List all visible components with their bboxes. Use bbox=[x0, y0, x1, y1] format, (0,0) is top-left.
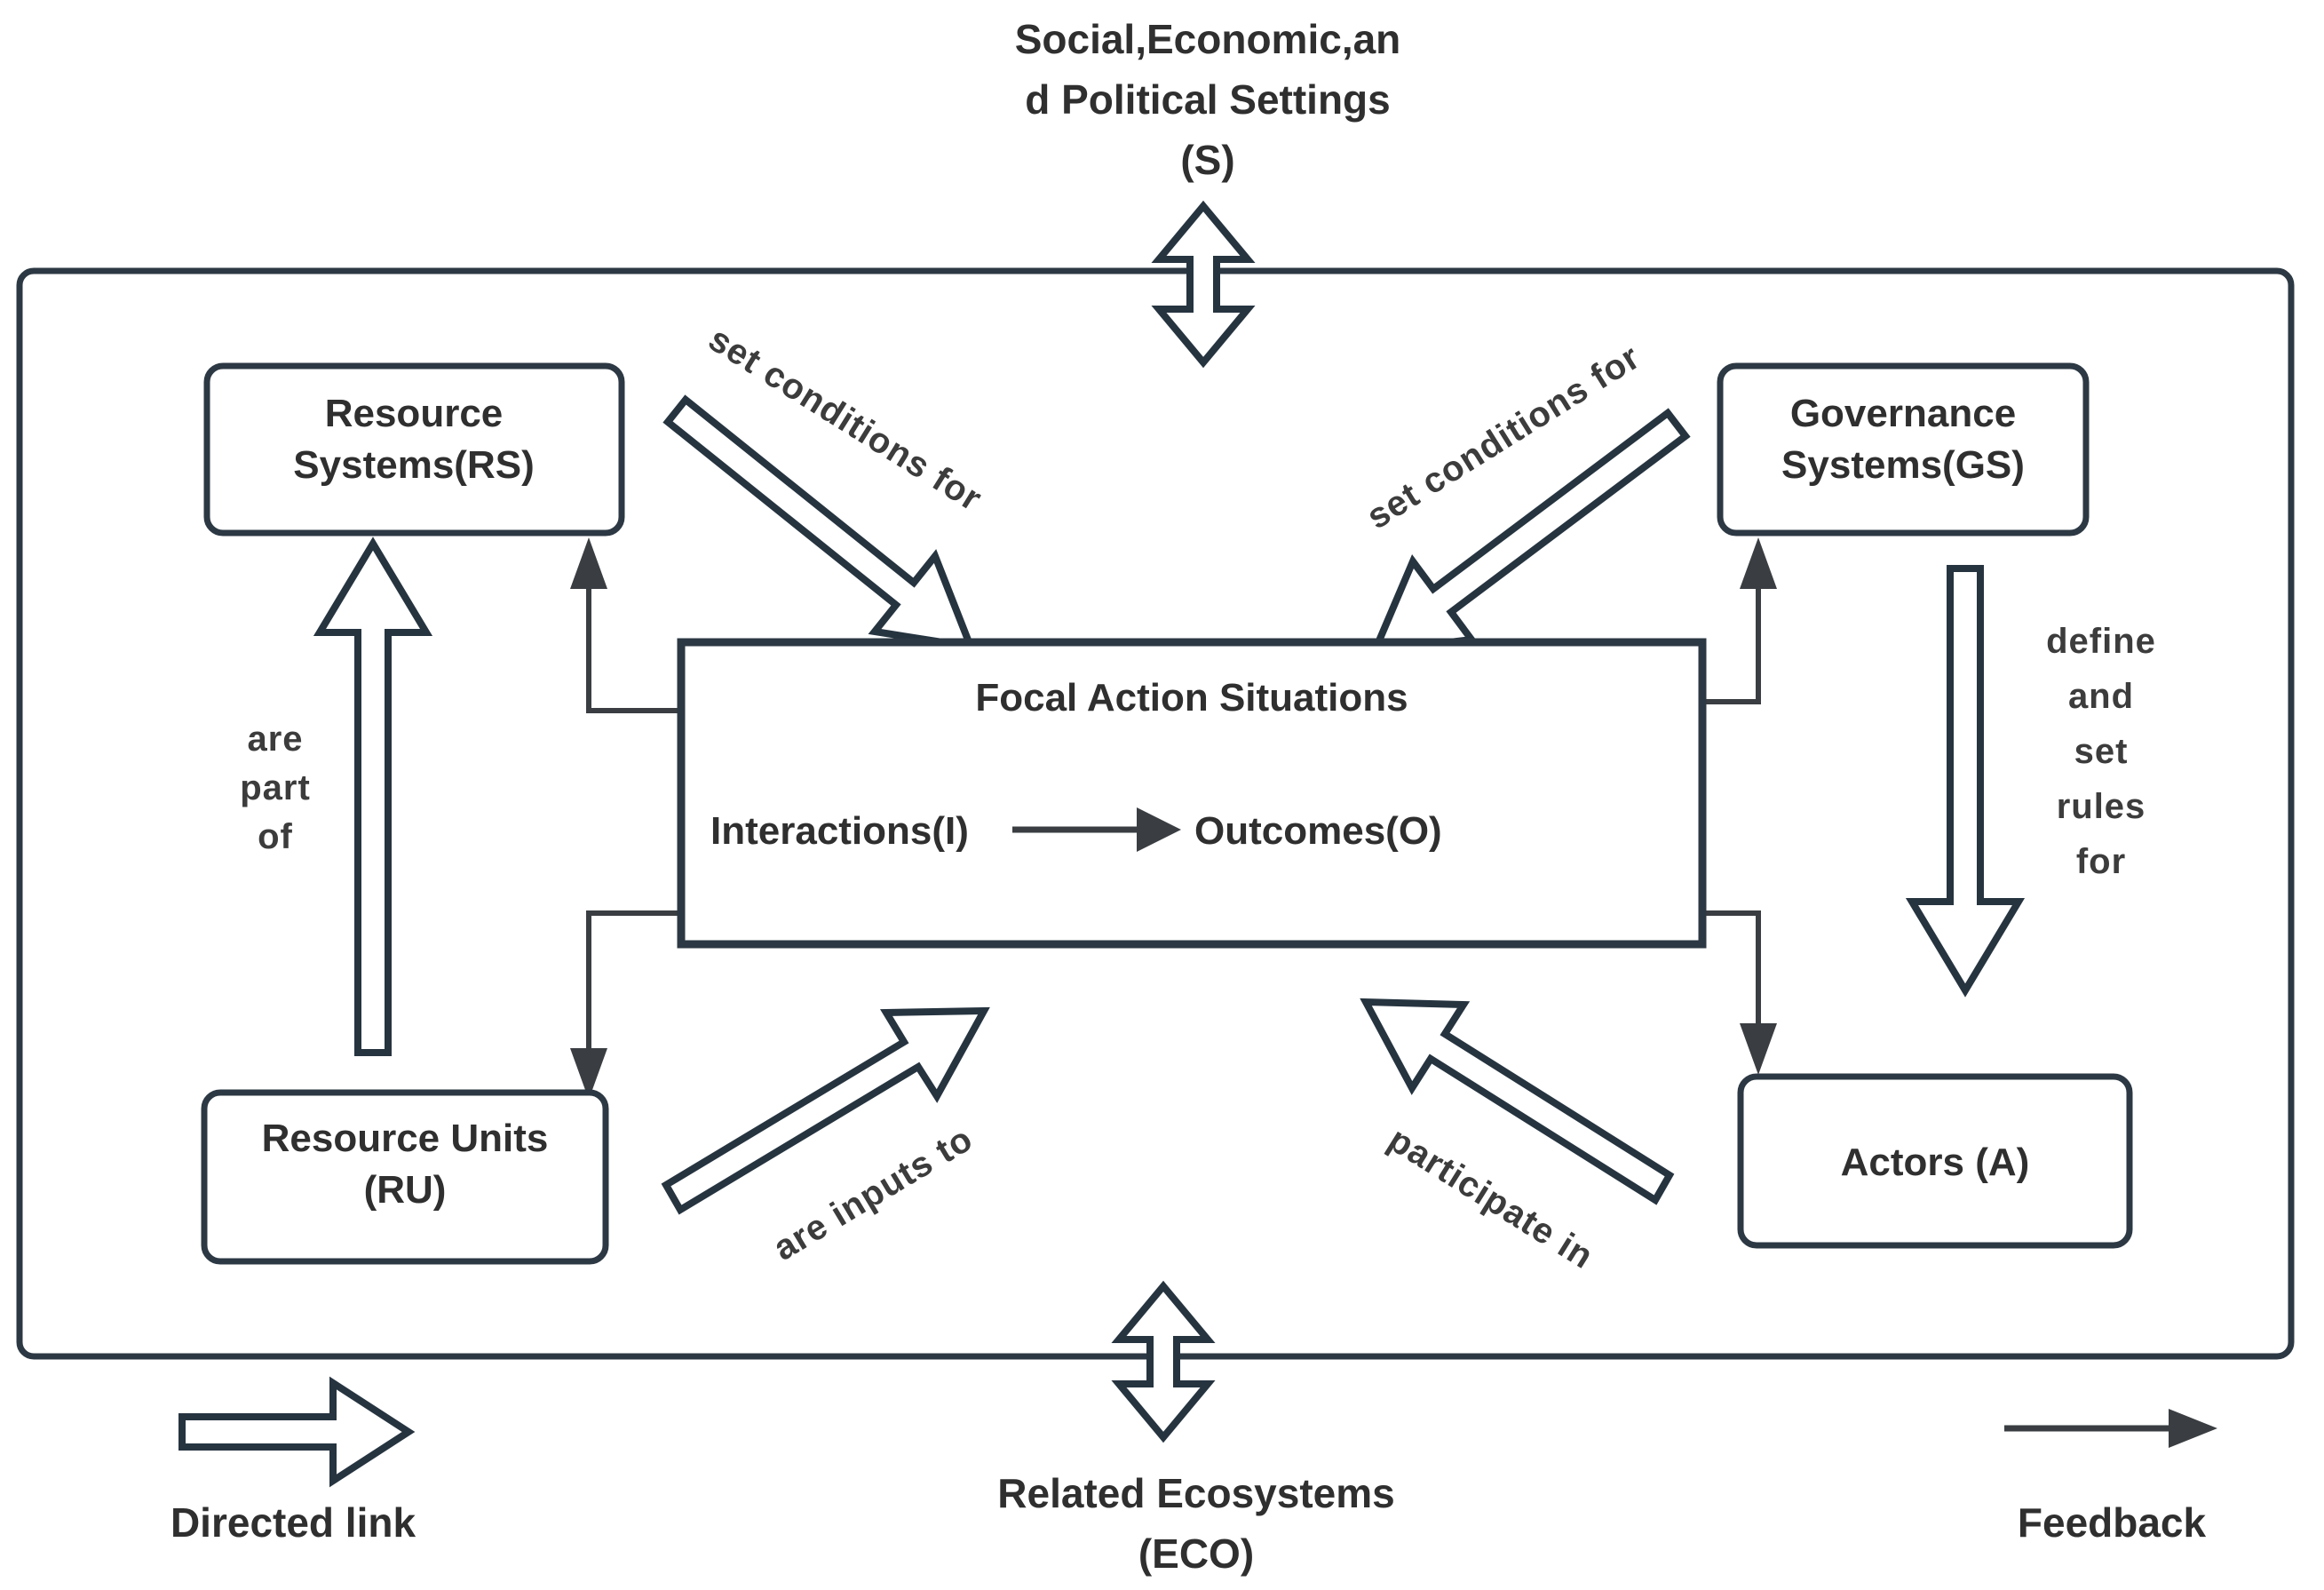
interactions-to-outcomes-arrowhead bbox=[1137, 807, 1181, 852]
feedback-line-to-resource-units bbox=[586, 910, 681, 1048]
top-setting-line1: Social,Economic,an bbox=[1015, 16, 1401, 62]
arrowhead-to-governance-systems bbox=[1740, 537, 1777, 589]
feedback-line-to-actors bbox=[1702, 910, 1761, 1023]
top-setting-line2: d Political Settings bbox=[1025, 76, 1391, 123]
resource-systems-label-line1: Resource bbox=[325, 392, 504, 435]
set-conditions-right-label: set conditions for bbox=[1360, 338, 1647, 537]
set-conditions-right-arrow-icon bbox=[1368, 408, 1691, 656]
focal-action-title: Focal Action Situations bbox=[975, 676, 1408, 719]
focal-action-situations-box bbox=[677, 638, 1707, 949]
bottom-setting-line2: (ECO) bbox=[1138, 1530, 1254, 1577]
arrowhead-to-resource-units bbox=[570, 1048, 607, 1100]
define-rules-label-line3: set bbox=[2074, 732, 2129, 771]
are-part-of-arrow-icon bbox=[313, 537, 433, 1056]
define-rules-label-line4: rules bbox=[2057, 787, 2146, 826]
resource-units-box bbox=[201, 1089, 609, 1265]
interactions-label: Interactions(I) bbox=[710, 809, 969, 853]
resource-systems-label-line2: Systems(RS) bbox=[293, 443, 534, 487]
actors-box bbox=[1737, 1073, 2133, 1249]
are-part-of-label-line2: part bbox=[240, 768, 311, 807]
bottom-setting-line1: Related Ecosystems bbox=[997, 1470, 1394, 1516]
feedback-line-to-governance-systems bbox=[1702, 588, 1761, 704]
define-rules-label-line5: for bbox=[2076, 842, 2126, 881]
top-double-arrow-icon bbox=[1151, 200, 1256, 369]
participate-in-arrow-icon bbox=[1360, 998, 1675, 1205]
set-conditions-left-arrow-icon bbox=[662, 394, 977, 652]
governance-systems-label-line2: Systems(GS) bbox=[1781, 443, 2025, 487]
outcomes-label: Outcomes(O) bbox=[1194, 809, 1442, 853]
define-rules-label-line1: define bbox=[2046, 622, 2156, 661]
directed-link-label: Directed link bbox=[171, 1499, 416, 1546]
arrowhead-to-actors bbox=[1740, 1023, 1777, 1075]
set-conditions-left-label: set conditions for bbox=[702, 320, 988, 520]
are-inputs-to-arrow-icon bbox=[661, 1006, 990, 1215]
feedback-legend-arrowhead bbox=[2169, 1409, 2217, 1448]
resource-systems-box bbox=[203, 362, 625, 537]
directed-link-arrow-icon bbox=[178, 1376, 416, 1488]
define-rules-arrow-icon bbox=[1905, 565, 2026, 998]
are-part-of-label-line3: of bbox=[258, 817, 293, 856]
feedback-line-to-resource-systems bbox=[586, 588, 681, 713]
feedback-label: Feedback bbox=[2018, 1499, 2207, 1546]
resource-units-label-line2: (RU) bbox=[364, 1168, 447, 1212]
top-setting-line3: (S) bbox=[1180, 137, 1234, 183]
are-part-of-label-line1: are bbox=[247, 719, 303, 759]
actors-label: Actors (A) bbox=[1841, 1141, 2030, 1184]
governance-systems-box bbox=[1717, 362, 2090, 537]
resource-units-label-line1: Resource Units bbox=[262, 1117, 549, 1160]
bottom-double-arrow-icon bbox=[1111, 1280, 1216, 1443]
define-rules-label-line2: and bbox=[2068, 677, 2134, 716]
governance-systems-label-line1: Governance bbox=[1790, 392, 2016, 435]
arrowhead-to-resource-systems bbox=[570, 537, 607, 589]
